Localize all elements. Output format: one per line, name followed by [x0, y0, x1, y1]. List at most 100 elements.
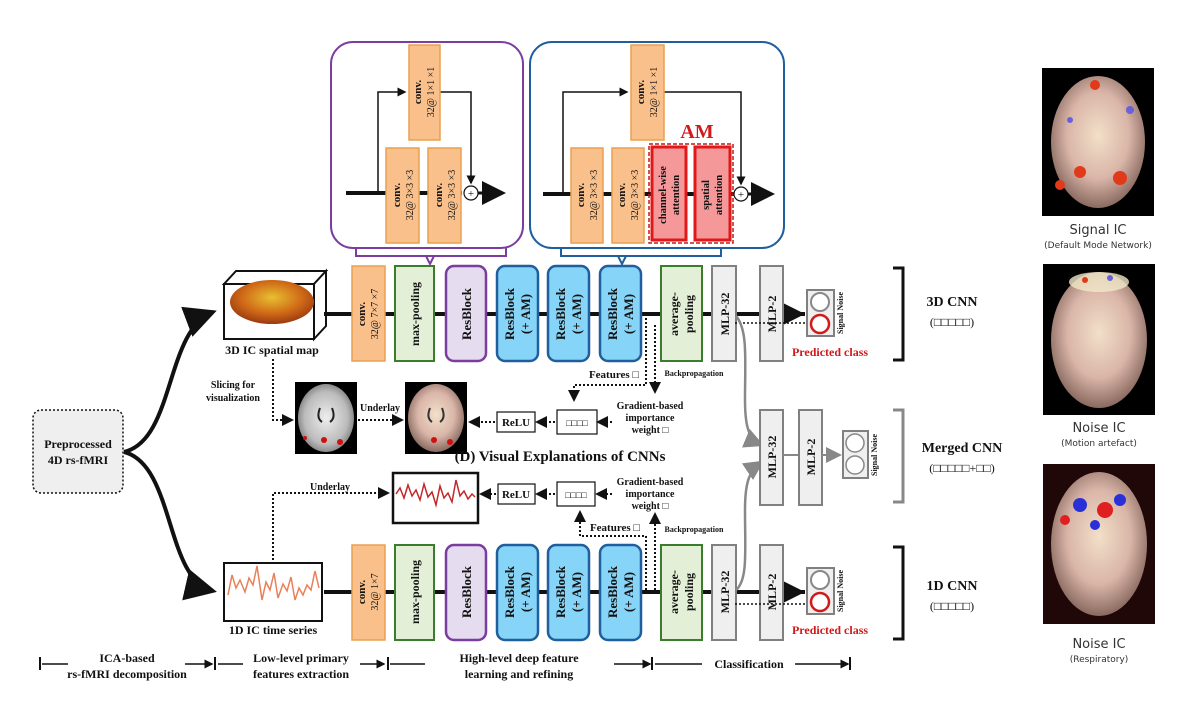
label-text: average- — [667, 292, 681, 336]
mlp32-block — [711, 265, 737, 362]
label-text: importance — [626, 489, 675, 500]
label-text: 32@ 1×7 — [370, 573, 381, 610]
conv-block — [351, 265, 386, 362]
label-text: Features □ — [590, 522, 640, 534]
label-text: ICA-based — [99, 651, 155, 665]
branch-arrow-1d — [123, 450, 217, 601]
label-text: 1D IC time series — [229, 623, 318, 637]
label-text: Predicted class — [792, 623, 868, 637]
label-text: importance — [626, 413, 675, 424]
label-text: Predicted class — [792, 345, 868, 359]
spatial-map-cube: 3D IC spatial map — [221, 268, 329, 357]
merged-mlp32-block — [759, 409, 784, 506]
label-text: conv. — [356, 580, 368, 604]
label-text: channel-wise — [658, 166, 669, 224]
inset-conv-1 — [385, 147, 420, 244]
inset-am-shortcut-conv — [630, 44, 665, 141]
label-text: Backpropagation — [665, 525, 725, 534]
label-text: weight □ — [632, 425, 669, 436]
label-text: Merged CNN — [922, 441, 1002, 456]
label-text: Gradient-based — [617, 477, 684, 488]
label-text: ReLU — [502, 417, 530, 429]
label-text: visualization — [206, 393, 260, 404]
label-text: 3D CNN — [927, 295, 978, 310]
label-text: conv. — [635, 80, 647, 104]
label-text: conv. — [391, 183, 403, 207]
average-pooling-block — [660, 265, 703, 362]
time-series-signal — [227, 565, 320, 601]
merged-classifier: MLP-32 MLP-2 Signal Noise — [759, 409, 879, 506]
am-group-box — [648, 143, 734, 244]
mlp2-block — [759, 265, 784, 362]
label-text: attention — [714, 175, 725, 215]
average-pooling-block — [660, 544, 703, 641]
product-box-1d — [556, 481, 596, 507]
label-text: (Motion artefact) — [1061, 439, 1137, 449]
label-text: 32@ 1×1 ×1 — [426, 67, 437, 118]
mlp32-block — [711, 544, 737, 641]
inset-resblock: conv. 32@ 1×1 ×1 conv. 32@ 3×3 ×3 conv. … — [330, 41, 524, 267]
label-text: features extraction — [253, 667, 349, 681]
label-text: Classification — [714, 657, 784, 671]
pipeline-3d: conv. 32@ 7×7 ×7 max-pooling ResBlock Re… — [351, 264, 868, 363]
label-text: rs-fMRI decomposition — [67, 667, 187, 681]
label-text: 32@ 3×3 ×3 — [447, 170, 458, 221]
sum-icon — [733, 186, 749, 202]
label-text: 32@ 3×3 ×3 — [405, 170, 416, 221]
sum-icon — [463, 185, 479, 201]
inset-am-conv-2 — [611, 147, 645, 244]
label-text: □□□□ — [565, 490, 587, 500]
label-text: ResBlock — [605, 287, 620, 340]
inset-shortcut-conv — [408, 44, 441, 141]
label-text: ResBlock — [502, 565, 517, 618]
label-text: MLP-2 — [804, 439, 818, 476]
am-label: AM — [680, 121, 713, 143]
merged-mlp2-block — [798, 409, 823, 506]
label-text: 3D IC spatial map — [225, 343, 319, 357]
label-text: Noise IC — [1072, 637, 1125, 652]
product-box — [556, 409, 598, 435]
label-text: Low-level primary — [253, 651, 349, 665]
label-text: (+ AM) — [518, 572, 533, 612]
label-text: average- — [667, 570, 681, 614]
predicted-noise-circle — [809, 591, 831, 613]
label-text: spatial — [701, 180, 712, 210]
label-text: ResBlock — [553, 565, 568, 618]
input-node: Preprocessed 4D rs-fMRI — [32, 409, 124, 494]
resblock-am-block-1 — [495, 543, 540, 642]
resblock-am-block-3 — [598, 543, 643, 642]
label-text: (□□□□□) — [930, 315, 974, 329]
label-text: Signal Noise — [836, 292, 845, 334]
max-pooling-block — [394, 265, 435, 362]
label-text: learning and refining — [465, 667, 573, 681]
label-text: 32@ 3×3 ×3 — [589, 170, 600, 221]
resblock-am-block-1 — [495, 264, 540, 363]
label-text: (+ AM) — [621, 572, 636, 612]
example-signal-ic: Signal IC (Default Mode Network) — [1042, 68, 1154, 251]
label-text: conv. — [356, 302, 368, 326]
example-noise-ic-respiratory: Noise IC (Respiratory) — [1043, 464, 1155, 665]
label-text: MLP-32 — [718, 571, 732, 614]
label-text: MLP-32 — [765, 436, 779, 479]
label-text: attention — [671, 175, 682, 215]
label-text: Signal IC — [1070, 223, 1127, 238]
label-text: High-level deep feature — [459, 651, 579, 665]
spatial-attention-block — [693, 145, 732, 242]
label-text: 32@ 1×1 ×1 — [649, 67, 660, 118]
label-text: (Default Mode Network) — [1044, 241, 1152, 251]
section-d-title: (D) Visual Explanations of CNNs — [455, 449, 666, 465]
label-text: Underlay — [360, 403, 400, 414]
inset-am-conv-1 — [570, 147, 604, 244]
max-pooling-block — [394, 544, 435, 641]
label-text: + — [468, 188, 474, 200]
label-text: 32@ 3×3 ×3 — [630, 170, 641, 221]
time-series-box: 1D IC time series — [223, 562, 323, 637]
label-text: ResBlock — [459, 565, 474, 618]
label-text: + — [738, 189, 744, 201]
resblock-am-block-2 — [546, 543, 591, 642]
label-text: pooling — [682, 573, 696, 611]
label-text: weight □ — [632, 501, 669, 512]
label-text: pooling — [682, 295, 696, 333]
label-text: 32@ 7×7 ×7 — [370, 289, 381, 340]
label-text: ReLU — [502, 489, 530, 501]
